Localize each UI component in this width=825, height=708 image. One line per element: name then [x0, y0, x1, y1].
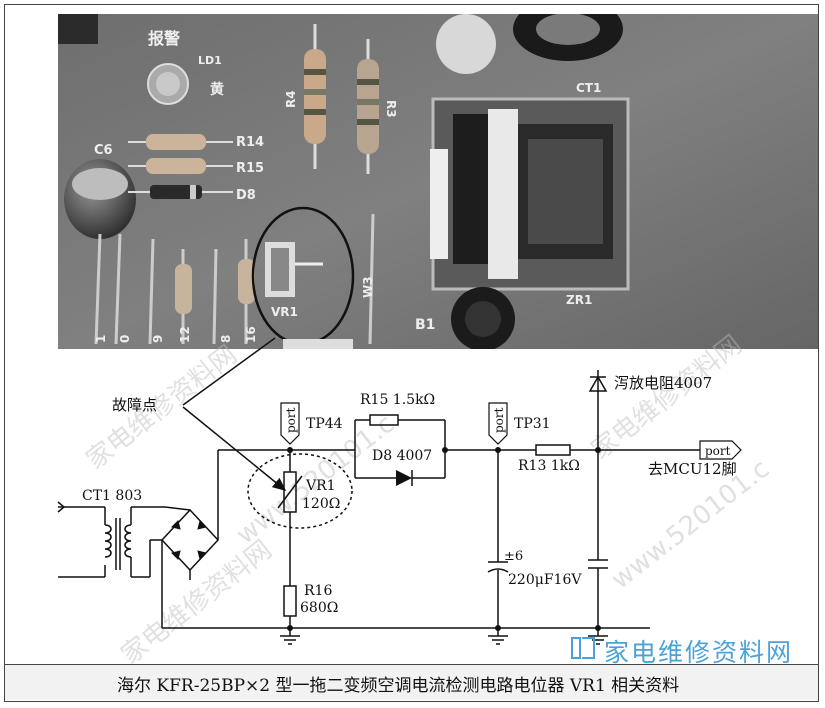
label-vr1: VR1	[305, 478, 336, 494]
label-ct1: CT1	[576, 81, 601, 95]
label-tp44: TP44	[306, 416, 343, 432]
pcb-photo: 报警 LD1 黄 R4 R3 CT1 C6 R14 R15 D8 VR1 W3 …	[58, 14, 818, 349]
label-pin8: 8	[219, 335, 233, 343]
label-yellow: 黄	[210, 81, 224, 98]
label-c6: C6	[94, 143, 113, 158]
label-r15: R15	[236, 161, 264, 176]
label-r15: R15 1.5kΩ	[360, 392, 435, 408]
label-pin12: 12	[178, 326, 192, 343]
capacitor-c6	[64, 159, 136, 239]
resistor-r3	[357, 39, 379, 174]
label-r14: R14	[236, 135, 264, 150]
label-cap-plus: ±6	[504, 549, 523, 564]
label-d8: D8 4007	[372, 448, 432, 464]
label-r16: R16	[304, 583, 332, 599]
label-ld1: LD1	[198, 54, 222, 67]
label-vr1-value: 120Ω	[302, 496, 340, 512]
transformer-ct1	[430, 97, 630, 291]
watermark-cn-3: 家电维修资料网	[116, 535, 278, 664]
logo-icon	[571, 637, 595, 659]
label-alarm: 报警	[148, 29, 180, 48]
label-w3: W3	[361, 276, 375, 298]
label-cap-value: 220μF16V	[508, 572, 582, 588]
label-pin0: 0	[118, 335, 132, 343]
label-d8: D8	[236, 188, 256, 203]
figure-caption-bar: 海尔 KFR-25BP×2 型一拖二变频空调电流检测电路电位器 VR1 相关资料	[5, 664, 818, 700]
label-ct1: CT1 803	[82, 488, 142, 504]
figure-caption: 海尔 KFR-25BP×2 型一拖二变频空调电流检测电路电位器 VR1 相关资料	[117, 676, 680, 696]
schematic: 家电维修资料网 www.520101.c 家电维修资料网 www.520101.…	[57, 330, 775, 664]
label-r16-value: 680Ω	[300, 600, 338, 616]
label-discharge: 泻放电阻4007	[614, 374, 712, 392]
logo-text: 家电维修资料网	[604, 638, 794, 667]
label-zr1: ZR1	[566, 293, 592, 307]
port-mcu: port	[699, 440, 742, 460]
label-fault-point: 故障点	[112, 396, 157, 414]
port-tp44: port	[280, 402, 300, 445]
port-tp31: port	[488, 402, 508, 445]
vr1-trimmer-photo	[265, 242, 323, 297]
label-pin9: 9	[151, 335, 165, 343]
label-tp31: TP31	[514, 416, 551, 432]
label-r13: R13 1kΩ	[518, 458, 580, 474]
label-r4: R4	[284, 90, 298, 108]
label-vr1: VR1	[271, 305, 298, 319]
bridge-b1	[451, 287, 515, 349]
label-r3: R3	[384, 100, 398, 118]
svg-text:port: port	[705, 444, 731, 458]
label-pin1: 1	[94, 335, 108, 343]
figure-frame	[4, 4, 819, 702]
label-b1: B1	[415, 317, 435, 333]
label-pin16: 16	[244, 326, 258, 343]
svg-text:port: port	[284, 407, 298, 433]
label-mcu: 去MCU12脚	[648, 460, 737, 478]
resistor-r4	[304, 24, 326, 169]
svg-text:port: port	[492, 407, 506, 433]
